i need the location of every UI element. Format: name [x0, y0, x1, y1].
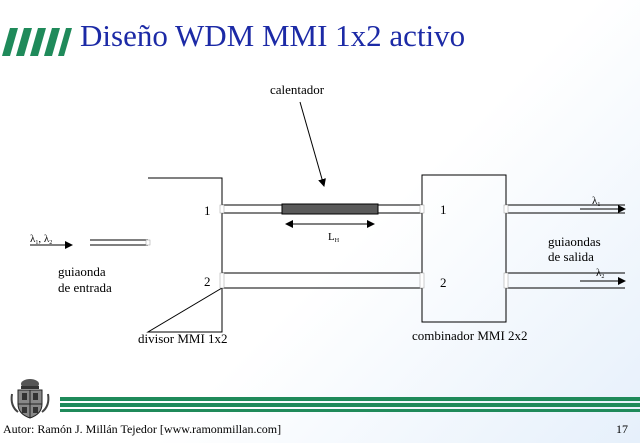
mmi-splitter — [146, 177, 223, 333]
header-bars-decoration — [2, 28, 72, 56]
output-1-wavelength-label: λ1 — [592, 195, 600, 208]
combiner-label: combinador MMI 2x2 — [412, 328, 528, 343]
lower-arm-waveguide — [222, 272, 422, 289]
output-guides-label-line1: guiaondas — [548, 234, 601, 249]
output-2-wavelength-label: λ2 — [596, 267, 604, 280]
heater-element — [281, 203, 379, 215]
input-wavelengths-label: λ1, λ2 — [30, 233, 52, 246]
output-waveguide-2 — [506, 272, 625, 289]
input-waveguide — [90, 239, 148, 246]
mmi-combiner — [421, 174, 507, 323]
wdm-mmi-diagram: calentador LH λ1, λ2 guiaonda de entrada… — [30, 82, 626, 346]
splitter-label: divisor MMI 1x2 — [138, 331, 228, 346]
page-number: 17 — [616, 422, 628, 436]
splitter-port-1: 1 — [204, 203, 211, 218]
heater-pointer-arrow — [299, 101, 326, 187]
port-marks — [145, 204, 509, 289]
footer-author: Autor: Ramón J. Millán Tejedor [www.ramo… — [3, 422, 282, 436]
crest-logo-icon — [8, 376, 52, 420]
output-waveguide-1 — [506, 204, 625, 214]
input-guide-label-line1: guiaonda — [58, 264, 106, 279]
heater-label: calentador — [270, 82, 325, 97]
splitter-port-2: 2 — [204, 274, 211, 289]
heater-length-label: LH — [328, 231, 340, 244]
combiner-port-2: 2 — [440, 275, 447, 290]
footer-stripe-decoration — [60, 397, 640, 412]
output-guides-label-line2: de salida — [548, 249, 594, 264]
combiner-port-1: 1 — [440, 202, 447, 217]
input-guide-label-line2: de entrada — [58, 280, 112, 295]
slide-title: Diseño WDM MMI 1x2 activo — [80, 18, 466, 53]
